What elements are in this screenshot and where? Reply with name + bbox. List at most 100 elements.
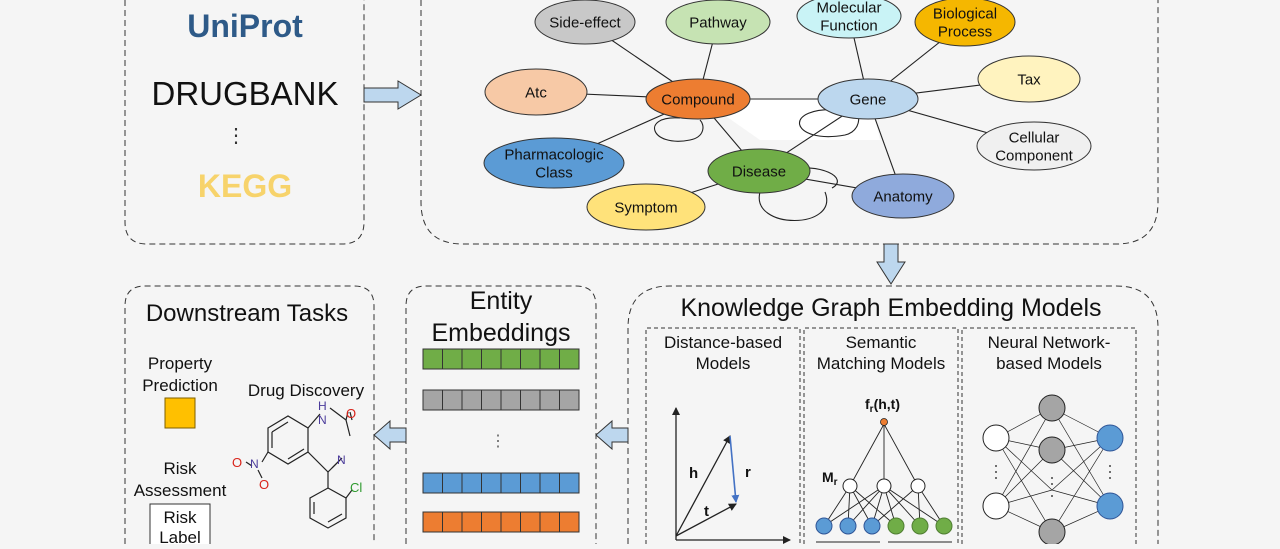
- kge-title: Knowledge Graph Embedding Models: [680, 294, 1101, 322]
- embedding-cell: [539, 472, 560, 494]
- node-biological-process-label: Process: [938, 24, 992, 41]
- embedding-row: [422, 389, 580, 411]
- node-disease-ellipse: [707, 148, 811, 194]
- node-gene-label: Gene: [850, 92, 887, 109]
- node-disease: Disease: [707, 148, 811, 194]
- sources-panel: UniProt DRUGBANK ⋮ KEGG: [124, 0, 365, 245]
- embedding-cell: [481, 472, 502, 494]
- node-pharmacologic-class-label: Class: [535, 165, 573, 182]
- node-cellular-component-label: Component: [995, 148, 1073, 165]
- kegg-label: KEGG: [198, 168, 292, 204]
- node-gene-ellipse: [817, 78, 919, 120]
- node-tax-ellipse: [977, 55, 1081, 103]
- semantic-title-line1: Semantic: [846, 333, 917, 352]
- atom-h: H: [318, 399, 327, 413]
- embedding-rows: [422, 348, 580, 533]
- drugbank-label: DRUGBANK: [151, 75, 338, 112]
- node-atc-ellipse: [484, 68, 588, 116]
- node-compound: Compound: [645, 78, 751, 120]
- embedding-cell: [461, 348, 482, 370]
- node-tax: Tax: [977, 55, 1081, 103]
- node-symptom-ellipse: [586, 183, 706, 231]
- vector-t: [675, 503, 737, 537]
- node-pathway-ellipse: [665, 0, 771, 45]
- embedding-cell: [520, 472, 541, 494]
- embedding-cell: [500, 348, 521, 370]
- node-molecular-function-label: Molecular: [816, 0, 881, 17]
- embedding-cell: [442, 511, 463, 533]
- embedding-cell: [539, 511, 560, 533]
- atom-o1: O: [346, 406, 356, 421]
- embedding-row: [422, 511, 580, 533]
- embeddings-title-line2: Embeddings: [432, 319, 571, 347]
- embedding-cell: [481, 389, 502, 411]
- embedding-cell: [461, 389, 482, 411]
- downstream-title: Downstream Tasks: [146, 300, 348, 327]
- node-side-effect: Side-effect: [534, 0, 636, 45]
- risk-label-line1: Risk: [163, 508, 197, 527]
- arrow-kge-to-embeddings: [595, 419, 629, 451]
- node-atc-label: Atc: [525, 85, 547, 102]
- neural-models-box: Neural Network- based Models: [961, 327, 1137, 546]
- node-side-effect-ellipse: [534, 0, 636, 45]
- neural-title-line1: Neural Network-: [988, 333, 1111, 352]
- node-tax-label: Tax: [1017, 72, 1041, 89]
- node-cellular-component-label: Cellular: [1009, 130, 1060, 147]
- self-loop-gene: [798, 109, 860, 138]
- property-prediction-line1: Property: [148, 354, 213, 373]
- embedding-row: [422, 472, 580, 494]
- node-anatomy: Anatomy: [851, 173, 955, 219]
- embedding-cell: [422, 348, 443, 370]
- node-compound-ellipse: [645, 78, 751, 120]
- self-loop-compound: [654, 117, 704, 142]
- embedding-cell: [539, 389, 560, 411]
- node-cellular-component-ellipse: [976, 121, 1092, 171]
- embedding-cell: [559, 389, 580, 411]
- score-node: [880, 418, 888, 426]
- kge-panel: Knowledge Graph Embedding Models Distanc…: [627, 285, 1159, 546]
- atom-no2-n: N: [250, 457, 259, 471]
- embedding-cell: [481, 511, 502, 533]
- node-molecular-function-ellipse: [796, 0, 902, 39]
- embedding-cell: [422, 511, 443, 533]
- semantic-models-box: Semantic Matching Models fr(h,t) Mr: [803, 327, 959, 544]
- embedding-cell: [500, 511, 521, 533]
- arrow-embeddings-to-downstream: [373, 419, 407, 451]
- downstream-panel: Downstream Tasks Property Prediction Dru…: [124, 285, 375, 549]
- risk-label-line2: Label: [159, 528, 201, 544]
- distance-title-line2: Models: [696, 354, 751, 373]
- risk-assessment-line2: Assessment: [134, 481, 227, 500]
- embedding-cell: [559, 511, 580, 533]
- node-biological-process-ellipse: [914, 0, 1016, 47]
- neural-title-line2: based Models: [996, 354, 1102, 373]
- node-biological-process-label: Biological: [933, 6, 997, 23]
- embedding-cell: [520, 389, 541, 411]
- drug-discovery-label: Drug Discovery: [248, 381, 365, 400]
- semantic-title-line2: Matching Models: [817, 354, 946, 373]
- property-box: [164, 397, 196, 429]
- property-prediction-line2: Prediction: [142, 376, 218, 395]
- node-symptom-label: Symptom: [614, 200, 677, 217]
- atom-cl: Cl: [350, 480, 362, 495]
- atom-n2: N: [337, 453, 346, 467]
- arrow-sources-to-graph: [363, 80, 422, 110]
- embedding-cell: [500, 389, 521, 411]
- atom-n1: N: [318, 413, 327, 427]
- risk-label-box: [149, 503, 211, 549]
- embedding-cell: [442, 389, 463, 411]
- embedding-cell: [520, 511, 541, 533]
- embedding-cell: [442, 472, 463, 494]
- embedding-cell: [539, 348, 560, 370]
- matrix-label: Mr: [822, 469, 838, 488]
- node-molecular-function-label: Function: [820, 18, 878, 35]
- molecule-structure: [245, 407, 353, 529]
- vector-h: [675, 435, 731, 537]
- distance-models-box: Distance-based Models h r t: [645, 327, 801, 544]
- arrow-graph-to-kge: [876, 243, 906, 285]
- score-function-label: fr(h,t): [865, 396, 900, 415]
- node-pathway-label: Pathway: [689, 15, 747, 32]
- distance-title-line1: Distance-based: [664, 333, 782, 352]
